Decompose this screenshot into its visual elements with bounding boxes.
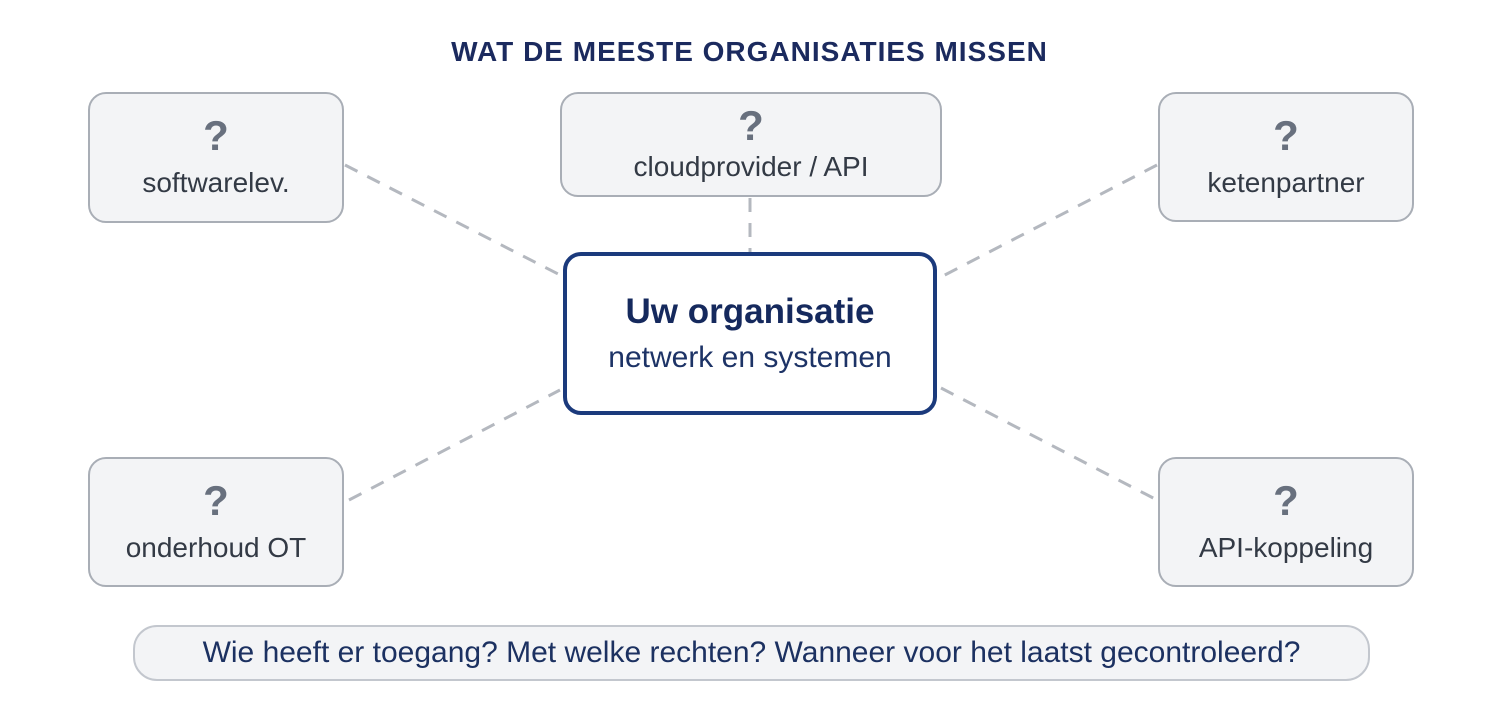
node-ketenpartner: ? ketenpartner <box>1158 92 1414 222</box>
node-api-koppeling: ? API-koppeling <box>1158 457 1414 587</box>
center-node-subtitle: netwerk en systemen <box>608 340 892 374</box>
question-mark-icon: ? <box>203 112 229 160</box>
connector-softwarelev-center <box>344 163 563 278</box>
question-bar: Wie heeft er toegang? Met welke rechten?… <box>133 625 1370 681</box>
node-softwareleverancier: ? softwarelev. <box>88 92 344 223</box>
diagram-title: WAT DE MEESTE ORGANISATIES MISSEN <box>451 36 1048 67</box>
connector-apikoppeling-center <box>940 386 1158 502</box>
node-onderhoud-ot: ? onderhoud OT <box>88 457 344 587</box>
connector-ketenpartner-center <box>940 163 1158 279</box>
connector-onderhoud-center <box>348 388 561 502</box>
question-mark-icon: ? <box>1273 111 1299 159</box>
node-cloudprovider-api: ? cloudprovider / API <box>560 92 942 197</box>
question-mark-icon: ? <box>203 476 229 524</box>
question-mark-icon: ? <box>738 102 764 150</box>
node-label: ketenpartner <box>1207 166 1365 198</box>
node-label: cloudprovider / API <box>633 151 869 183</box>
node-label: onderhoud OT <box>125 531 307 563</box>
question-mark-icon: ? <box>1273 476 1299 524</box>
node-label: softwarelev. <box>142 167 290 199</box>
node-label: API-koppeling <box>1198 531 1374 563</box>
node-uw-organisatie: Uw organisatie netwerk en systemen <box>563 252 937 415</box>
center-node-title: Uw organisatie <box>625 292 875 332</box>
